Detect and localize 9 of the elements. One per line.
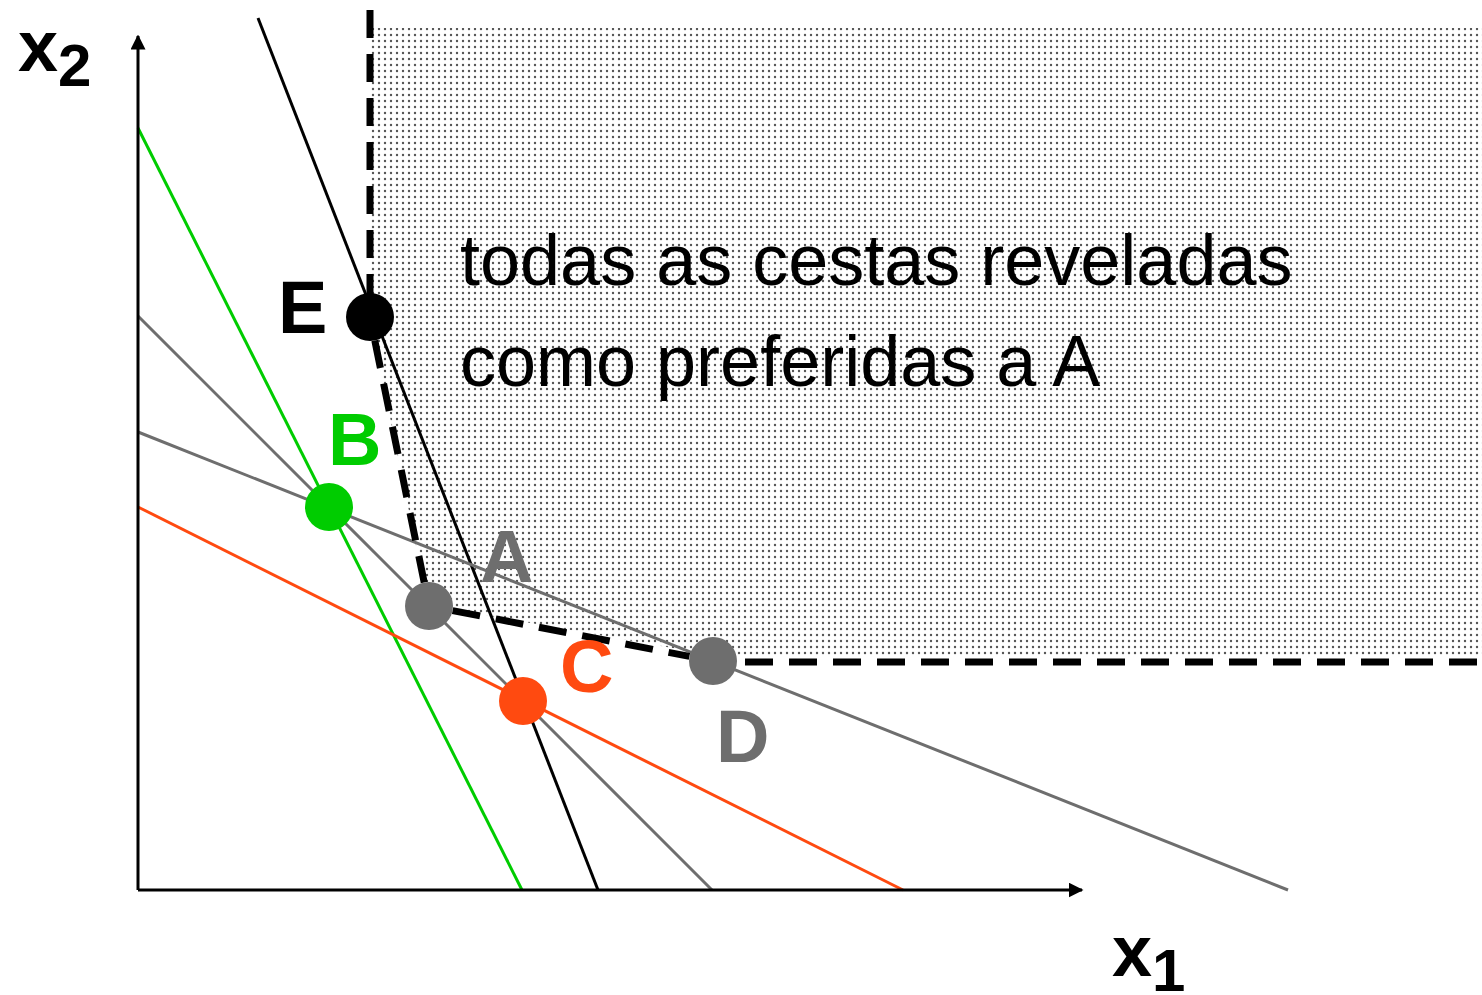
point-label: E [278, 271, 328, 345]
region-label: todas as cestas reveladas como preferidas a A [460, 219, 1294, 403]
axis-label: x$_{1}$ [1112, 915, 1186, 995]
point-label: D [716, 700, 770, 774]
dashed-boundary [451, 607, 691, 660]
point-label: C [560, 630, 614, 704]
dashed-boundary [371, 339, 428, 584]
point-label: B [328, 403, 382, 477]
axis-label: x$_{2}$ [18, 10, 92, 97]
